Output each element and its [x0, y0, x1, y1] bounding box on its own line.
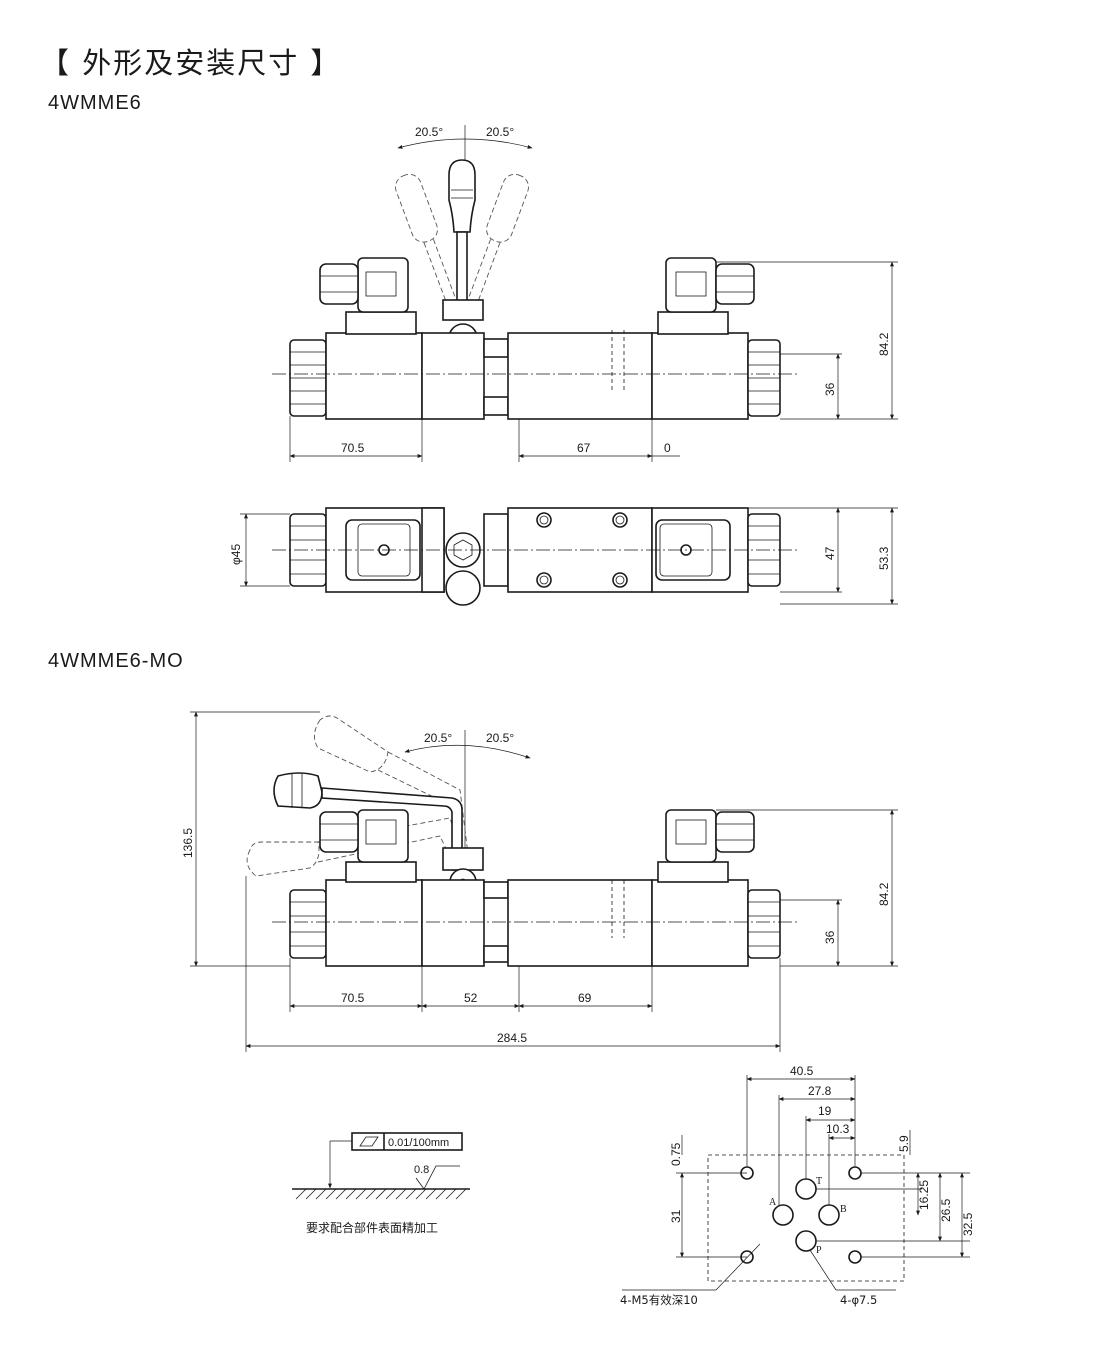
- lever-base: [442, 299, 484, 321]
- dim-67: 67: [577, 441, 591, 455]
- ghost-handle-left: [395, 173, 457, 304]
- flatness-value: 0.01/100mm: [388, 1137, 449, 1149]
- mo-dim-52: 52: [464, 991, 478, 1005]
- roughness-value: 0.8: [414, 1164, 429, 1176]
- front-view-4wmme6: 20.5° 20.5°: [272, 125, 898, 462]
- left-connector-nut: [319, 263, 359, 305]
- mo-right-coil: [651, 879, 749, 967]
- port-dim-40-5: 40.5: [790, 1064, 814, 1078]
- ghost-handle-right: [467, 173, 529, 304]
- port-label-P: P: [816, 1245, 822, 1256]
- right-coil-neck: [657, 311, 729, 335]
- surface-note: 要求配合部件表面精加工: [306, 1220, 438, 1235]
- port-B: [818, 1204, 840, 1226]
- left-connector: [357, 257, 409, 313]
- right-connector: [665, 257, 717, 313]
- thread-hole-note: 4-M5有效深10: [620, 1293, 698, 1307]
- port-dim-31: 31: [669, 1209, 683, 1223]
- roughness-icon: [415, 1165, 460, 1190]
- port-hole-note: 4-φ7.5: [840, 1293, 877, 1307]
- flatness-icon: [359, 1136, 379, 1147]
- model-label-4wmme6-mo: 4WMME6-MO: [48, 650, 184, 672]
- mo-dim-36: 36: [823, 930, 837, 944]
- mo-dim-284-5: 284.5: [497, 1031, 527, 1045]
- mounting-hole-br: [848, 1250, 862, 1264]
- dim-0: 0: [664, 441, 671, 455]
- surface-finish-spec: 0.01/100mm 0.8 要求配合部件表面精加工: [292, 1132, 470, 1235]
- port-P: [795, 1230, 817, 1252]
- mo-dim-84-2: 84.2: [877, 882, 891, 906]
- right-solenoid-coil: [651, 332, 749, 420]
- right-connector-nut: [715, 263, 755, 305]
- mo-angle-right-label: 20.5°: [486, 731, 514, 745]
- mo-valve-body: [507, 879, 653, 967]
- top-view-4wmme6: φ45 47 53.3: [229, 507, 898, 606]
- right-valve-body: [507, 332, 653, 420]
- port-A: [772, 1204, 794, 1226]
- dim-phi-45: φ45: [229, 544, 243, 565]
- port-T: [795, 1178, 817, 1200]
- lever-handle: [448, 159, 476, 313]
- dim-70-5: 70.5: [341, 441, 365, 455]
- mo-dim-70-5: 70.5: [341, 991, 365, 1005]
- center-valve-block: [421, 332, 485, 420]
- port-dim-26-5: 26.5: [939, 1198, 953, 1222]
- page-title: 【 外形及安装尺寸 】: [40, 46, 342, 80]
- port-label-B: B: [840, 1204, 847, 1215]
- angle-left-label: 20.5°: [415, 125, 443, 139]
- front-view-4wmme6-mo: 20.5° 20.5°: [181, 711, 898, 1052]
- surface-hatching: [295, 1188, 467, 1200]
- angle-right-label: 20.5°: [486, 125, 514, 139]
- mounting-hole-tr: [848, 1166, 862, 1180]
- dim-84-2: 84.2: [877, 332, 891, 356]
- port-dim-27-8: 27.8: [808, 1084, 832, 1098]
- left-coil-neck: [345, 311, 417, 335]
- port-dim-0-75: 0.75: [669, 1142, 683, 1166]
- mo-center-block: [421, 879, 485, 967]
- dim-47: 47: [823, 546, 837, 560]
- model-label-4wmme6: 4WMME6: [48, 92, 142, 114]
- mo-angle-left-label: 20.5°: [424, 731, 452, 745]
- port-dim-5-9: 5.9: [897, 1135, 911, 1152]
- mo-left-coil: [325, 879, 423, 967]
- port-dim-32-5: 32.5: [961, 1212, 975, 1236]
- mo-dim-69: 69: [578, 991, 592, 1005]
- port-label-A: A: [769, 1197, 777, 1208]
- port-dim-16-25: 16.25: [917, 1180, 931, 1210]
- port-dim-10-3: 10.3: [826, 1122, 850, 1136]
- port-label-T: T: [816, 1176, 822, 1187]
- top-lever-knob: [445, 570, 481, 606]
- dim-136-5: 136.5: [181, 828, 195, 858]
- port-pattern: T A B P 40.5 27.8 19 10.3 31 0.75 5.9 16…: [620, 1064, 975, 1307]
- dim-36: 36: [823, 382, 837, 396]
- dim-53-3: 53.3: [877, 546, 891, 570]
- port-dim-19: 19: [818, 1104, 832, 1118]
- left-solenoid-coil: [325, 332, 423, 420]
